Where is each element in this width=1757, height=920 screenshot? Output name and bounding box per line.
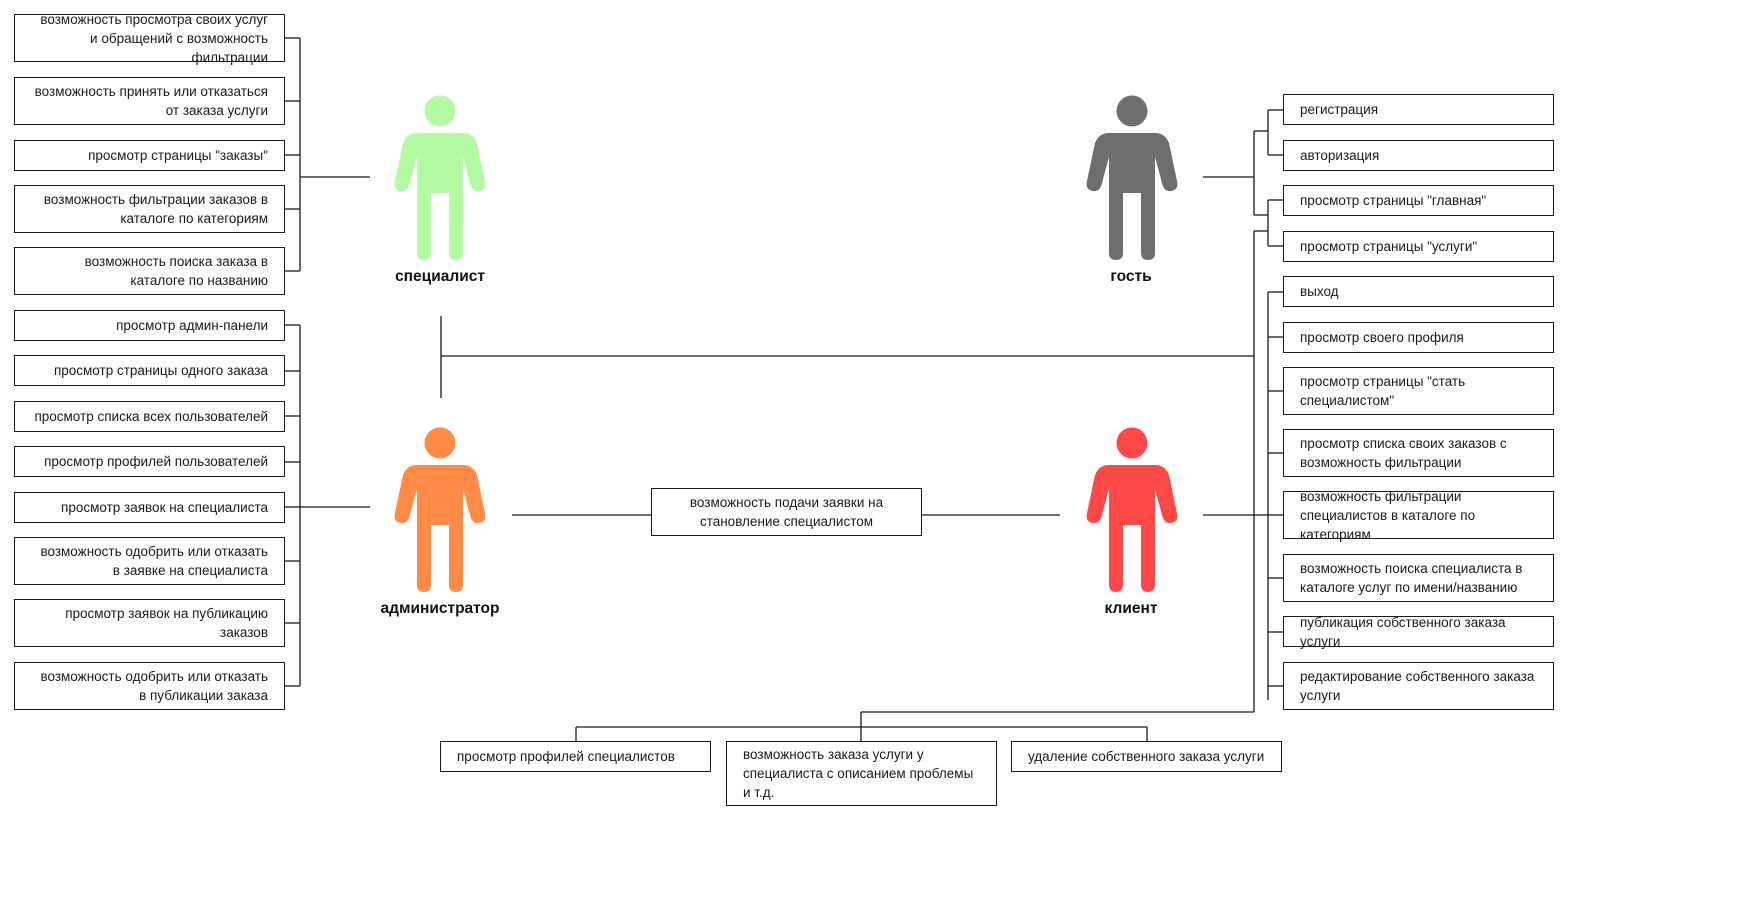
admin-feature-box: просмотр профилей пользователей [14, 446, 285, 477]
guest-label: гость [1110, 268, 1152, 285]
client-label: клиент [1104, 600, 1158, 617]
admin-feature-box: просмотр заявок на публикацию заказов [14, 599, 285, 647]
client-feature-box: возможность поиска специалиста в каталог… [1283, 554, 1554, 602]
client-feature-box: выход [1283, 276, 1554, 307]
admin-feature-box: просмотр страницы одного заказа [14, 355, 285, 386]
admin-person-icon [394, 427, 486, 592]
guest-person-icon [1086, 95, 1178, 260]
bottom-feature-box: возможность заказа услуги у специалиста … [726, 741, 997, 806]
guest-feature-box: просмотр страницы "услуги" [1283, 231, 1554, 262]
specialist-feature-box: возможность просмотра своих услуг и обра… [14, 12, 285, 65]
bottom-feature-box: просмотр профилей специалистов [440, 741, 711, 772]
client-feature-box: просмотр страницы "стать специалистом" [1283, 367, 1554, 415]
specialist-feature-box: просмотр страницы "заказы" [14, 140, 285, 171]
client-feature-box: публикация собственного заказа услуги [1283, 615, 1554, 649]
guest-feature-box: авторизация [1283, 140, 1554, 171]
client-person-icon [1086, 427, 1178, 592]
client-figure [1086, 427, 1178, 592]
admin-feature-box: возможность одобрить или отказать в публ… [14, 662, 285, 710]
admin-feature-box: просмотр заявок на специалиста [14, 492, 285, 523]
client-feature-box: редактирование собственного заказа услуг… [1283, 662, 1554, 710]
specialist-feature-box: возможность фильтрации заказов в каталог… [14, 185, 285, 233]
specialist-person-icon [394, 95, 486, 260]
specialist-feature-box: возможность поиска заказа в каталоге по … [14, 247, 285, 295]
specialist-figure [394, 95, 486, 260]
guest-figure [1086, 95, 1178, 260]
guest-feature-box: просмотр страницы "главная" [1283, 185, 1554, 216]
admin-feature-box: просмотр админ-панели [14, 310, 285, 341]
middle-feature-box: возможность подачи заявки на становление… [651, 488, 922, 536]
specialist-label: специалист [395, 268, 485, 285]
guest-feature-box: регистрация [1283, 94, 1554, 125]
client-feature-box: просмотр списка своих заказов с возможно… [1283, 429, 1554, 477]
admin-feature-box: возможность одобрить или отказать в заяв… [14, 537, 285, 585]
client-feature-box: возможность фильтрации специалистов в ка… [1283, 489, 1554, 542]
client-feature-box: просмотр своего профиля [1283, 322, 1554, 353]
bottom-feature-box: удаление собственного заказа услуги [1011, 741, 1282, 772]
admin-figure [394, 427, 486, 592]
admin-feature-box: просмотр списка всех пользователей [14, 401, 285, 432]
specialist-feature-box: возможность принять или отказаться от за… [14, 77, 285, 125]
admin-label: администратор [380, 600, 500, 617]
